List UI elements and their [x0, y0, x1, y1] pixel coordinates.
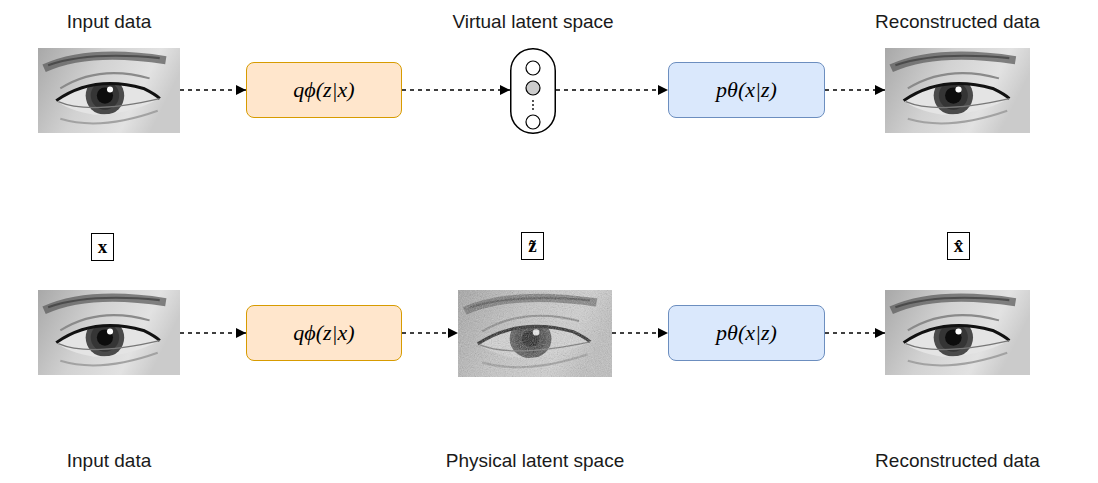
- node-heading: Physical latent space: [446, 449, 625, 473]
- dashed-arrow: [402, 89, 510, 91]
- symbol-box: x: [91, 233, 114, 261]
- image-node: Input data: [38, 290, 180, 375]
- image-node: Physical latent space: [458, 290, 612, 377]
- image-node: Reconstructed data: [885, 290, 1030, 375]
- dashed-arrow: [825, 89, 885, 91]
- latent-capsule: [510, 48, 556, 134]
- encoder-box: qϕ(z|x): [246, 305, 402, 361]
- node-heading: Input data: [67, 10, 152, 34]
- image-node: Reconstructed data: [885, 48, 1030, 133]
- dashed-arrow: [180, 89, 246, 91]
- noisy-eye-photo: [458, 290, 612, 377]
- dashed-arrow: [612, 332, 668, 334]
- node-label: qϕ(z|x): [293, 77, 354, 103]
- node-heading: Virtual latent space: [452, 10, 613, 34]
- latent-vector: Virtual latent space: [510, 48, 556, 134]
- encoder-box: qϕ(z|x): [246, 62, 402, 118]
- node-label: x̂: [954, 234, 964, 258]
- dashed-arrow: [180, 332, 246, 334]
- eye-photo: [885, 290, 1030, 375]
- eye-photo: [38, 48, 180, 133]
- decoder-box: pθ(x|z): [668, 62, 825, 118]
- node-label: pθ(x|z): [716, 320, 777, 346]
- dashed-arrow: [402, 332, 458, 334]
- node-label: x: [98, 235, 108, 259]
- symbol-box: z̃: [521, 232, 544, 260]
- dashed-arrow: [556, 89, 668, 91]
- eye-photo: [885, 48, 1030, 133]
- symbol-box: x̂: [947, 232, 970, 260]
- node-heading: Reconstructed data: [875, 10, 1040, 34]
- node-label: z̃: [528, 234, 536, 258]
- node-heading: Input data: [67, 449, 152, 473]
- node-label: qϕ(z|x): [293, 320, 354, 346]
- node-label: pθ(x|z): [716, 77, 777, 103]
- decoder-box: pθ(x|z): [668, 305, 825, 361]
- image-node: Input data: [38, 48, 180, 133]
- node-heading: Reconstructed data: [875, 449, 1040, 473]
- eye-photo: [38, 290, 180, 375]
- dashed-arrow: [825, 332, 885, 334]
